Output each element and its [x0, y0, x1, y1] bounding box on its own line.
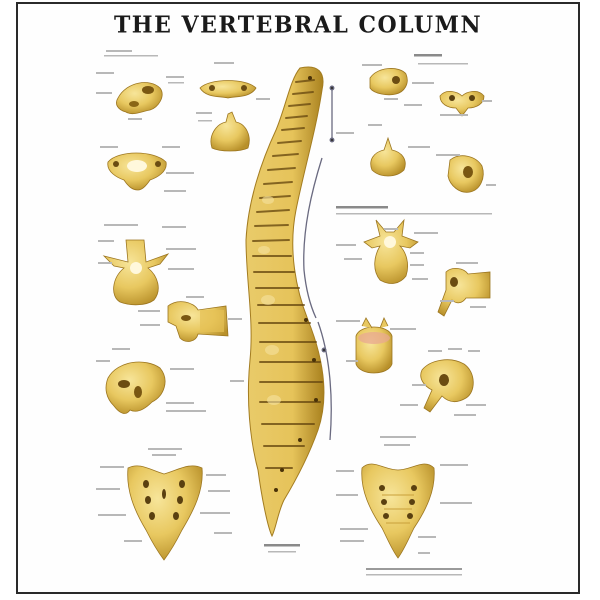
annotation-labels — [96, 50, 496, 576]
lumbar-vertebra-oblique — [420, 359, 474, 413]
poster-title: THE VERTEBRAL COLUMN — [113, 11, 483, 39]
atlas-superior — [199, 80, 257, 99]
lumbar-vertebra-lateral-right — [437, 268, 491, 317]
cervical-vertebrae-lateral — [369, 68, 408, 96]
lumbar-vertebra-superior — [363, 218, 419, 284]
sacrum-coccyx-anterior — [361, 463, 435, 559]
cervical-vertebra-anterior — [439, 91, 485, 117]
spinal-column-lateral — [245, 66, 325, 538]
lumbar-vertebra-lateral — [105, 361, 166, 414]
vertebral-body-disc — [355, 317, 393, 374]
thoracic-vertebra-lateral — [167, 301, 229, 342]
cervical-vertebra-superior — [107, 152, 167, 191]
atlas-axis-lateral — [116, 82, 163, 115]
vertebra-oblique — [447, 155, 484, 193]
sacrum-coccyx-posterior — [127, 465, 203, 561]
spinal-curve-brackets — [303, 85, 335, 441]
vertebra-posterior — [370, 136, 406, 177]
thoracic-vertebra-superior — [102, 239, 170, 306]
axis-posterior — [210, 111, 250, 152]
